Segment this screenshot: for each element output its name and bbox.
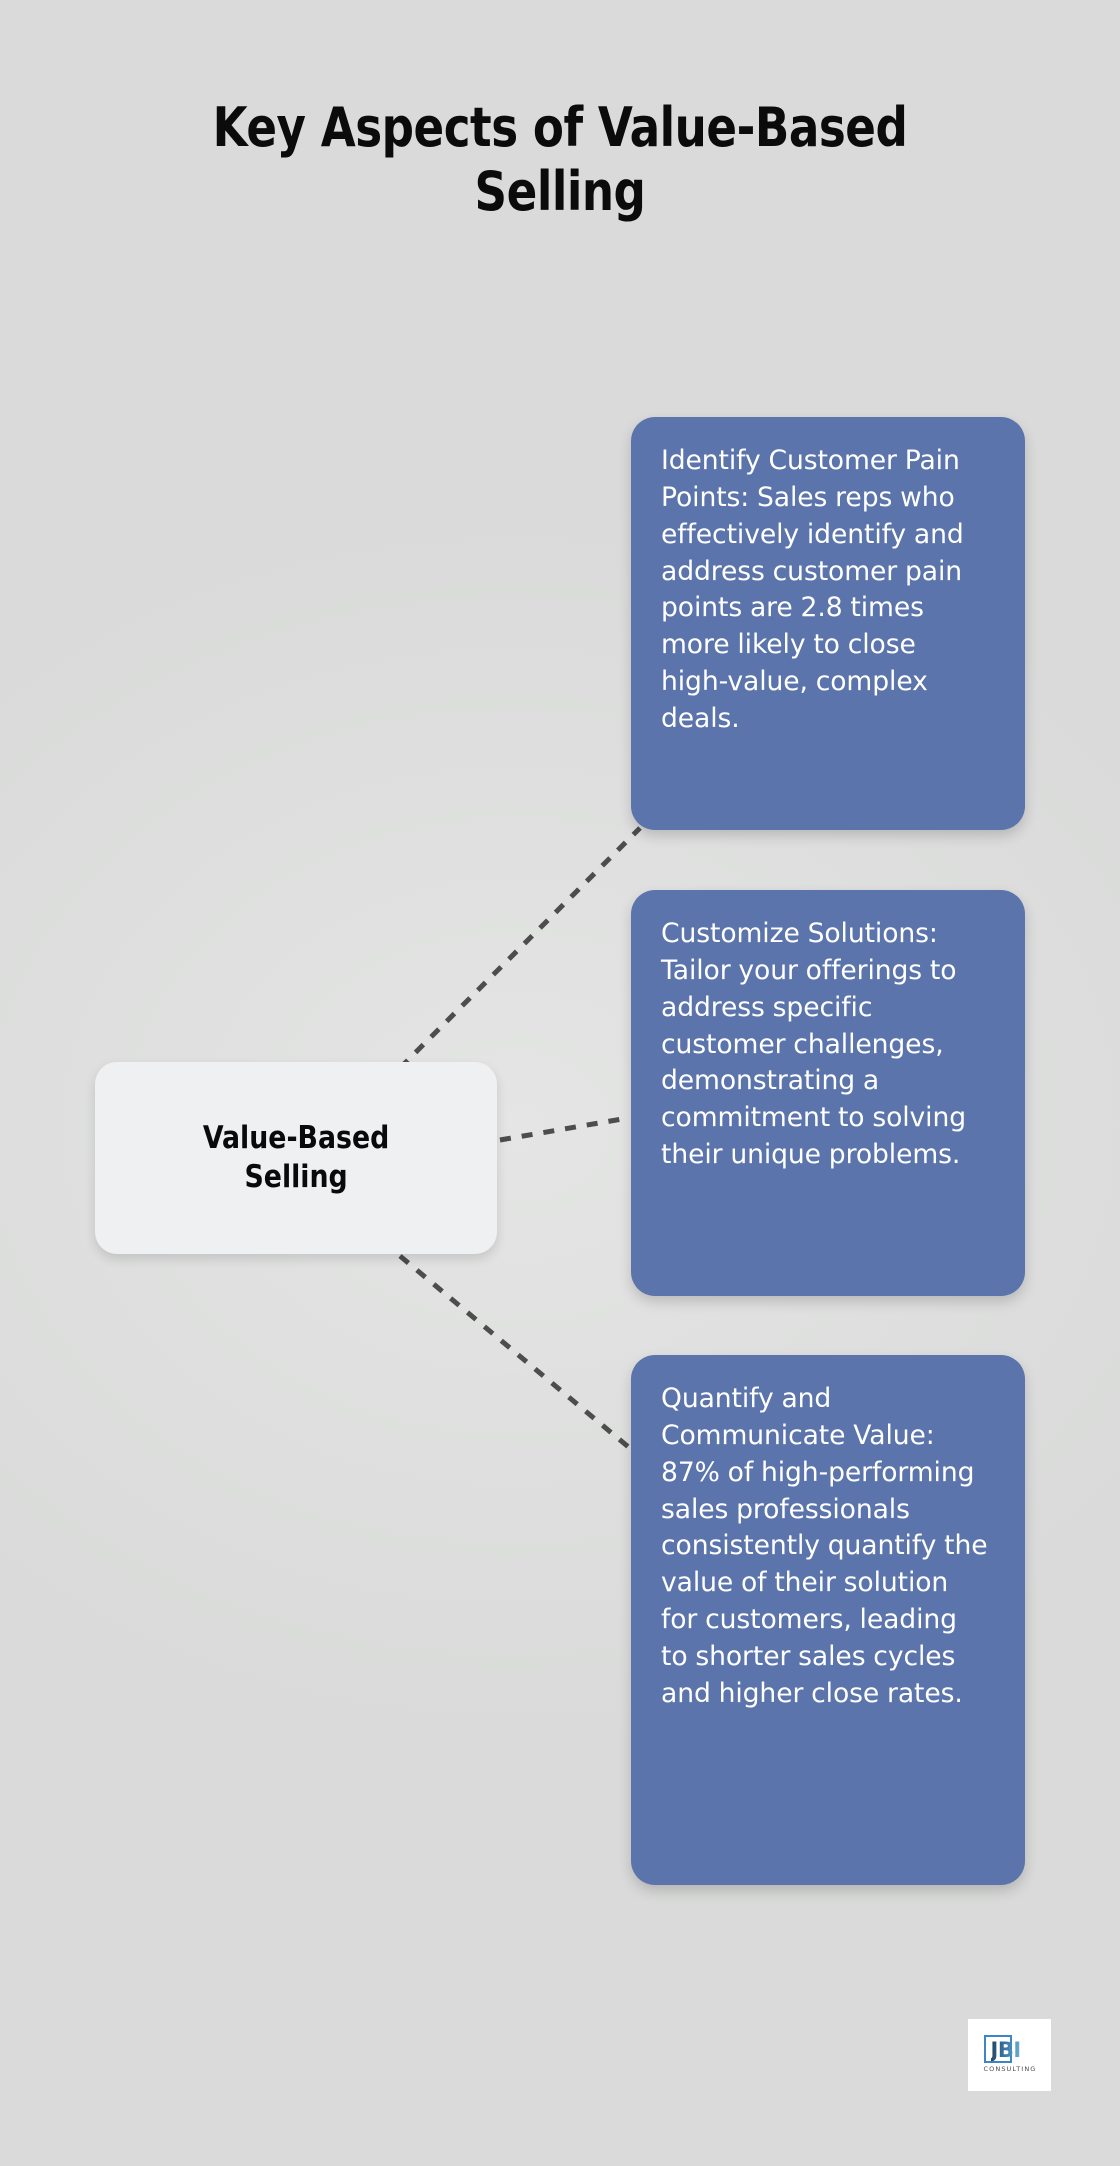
logo-subtitle: CONSULTING <box>983 2065 1037 2073</box>
brand-logo: JBI CONSULTING <box>968 2019 1051 2091</box>
card-identify-customer-pain-points[interactable]: Identify Customer Pain Points: Sales rep… <box>631 417 1025 830</box>
connector-to-card-1 <box>398 826 642 1070</box>
logo-wordmark: JBI <box>990 2038 1022 2062</box>
card-text: Identify Customer Pain Points: Sales rep… <box>661 445 964 734</box>
logo-inner: JBI CONSULTING <box>980 2033 1040 2077</box>
center-node-label: Value-Based Selling <box>202 1119 390 1195</box>
card-text: Customize Solutions: Tailor your offerin… <box>661 918 967 1171</box>
center-node[interactable]: Value-Based Selling <box>95 1062 497 1254</box>
connector-to-card-2 <box>499 1115 629 1143</box>
card-quantify-and-communicate-value[interactable]: Quantify and Communicate Value: 87% of h… <box>631 1355 1025 1885</box>
page-title: Key Aspects of Value-Based Selling <box>212 96 908 223</box>
logo-square-icon <box>983 2035 1012 2063</box>
card-customize-solutions[interactable]: Customize Solutions: Tailor your offerin… <box>631 890 1025 1296</box>
connector-to-card-3 <box>398 1254 640 1457</box>
card-text: Quantify and Communicate Value: 87% of h… <box>661 1383 988 1709</box>
